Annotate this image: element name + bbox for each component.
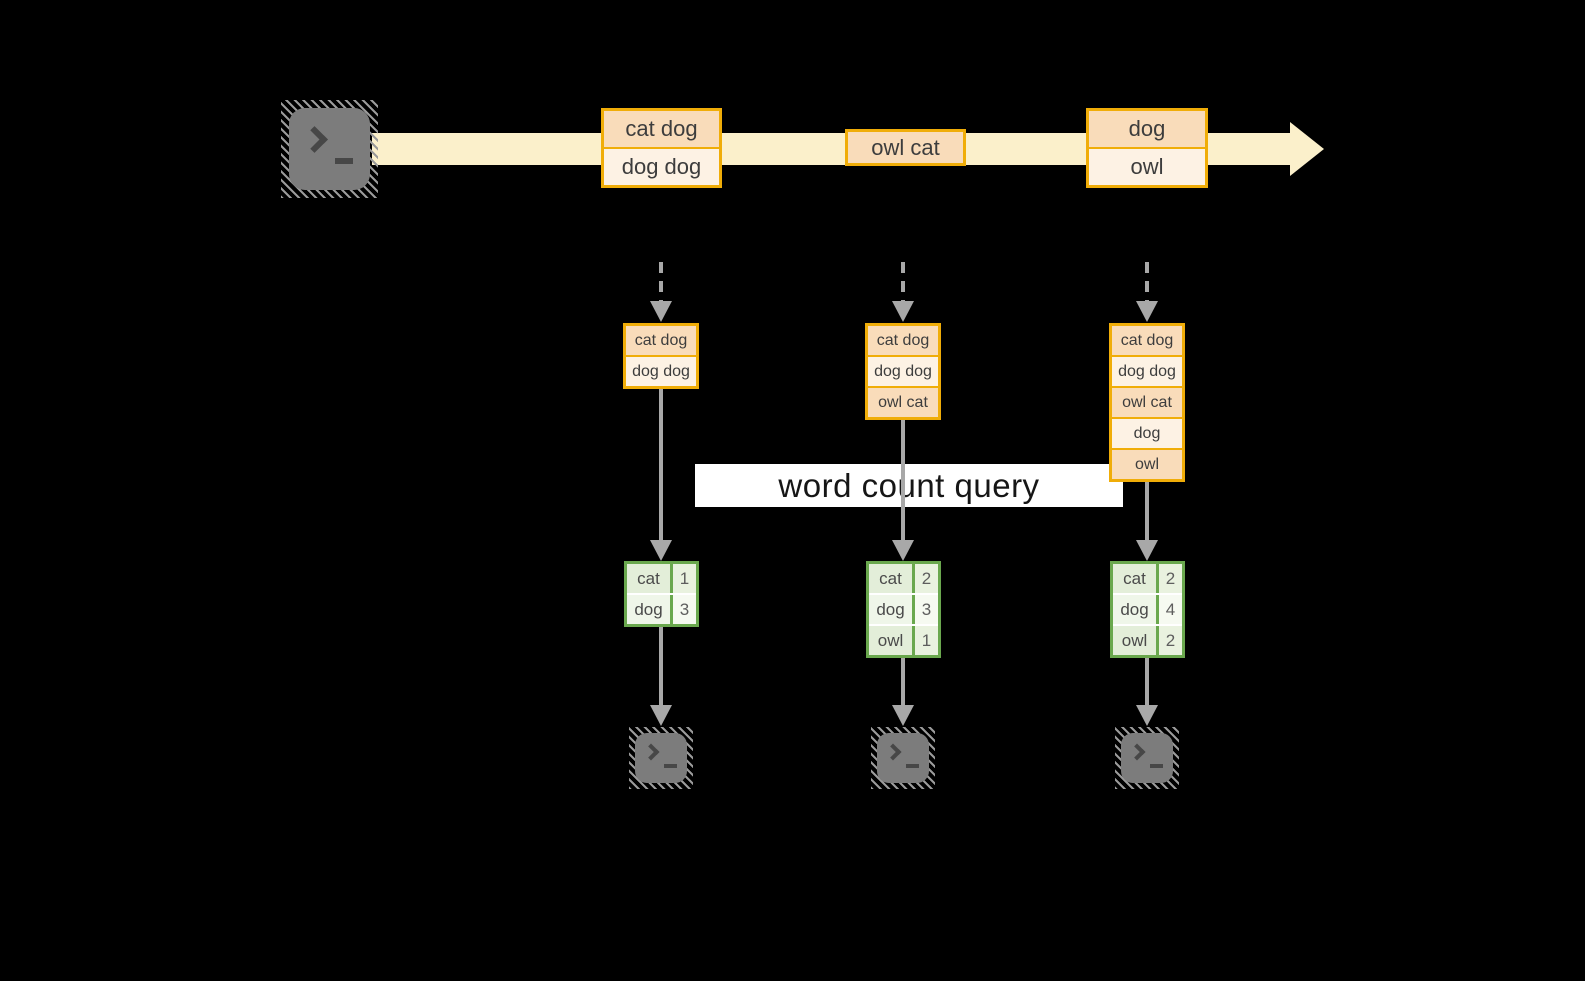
record-buffer-stack-1: cat dog dog dog <box>623 323 699 389</box>
stream-event-box-3: dog owl <box>1086 108 1208 188</box>
table-row: dog 3 <box>627 595 696 624</box>
word-cell: dog <box>869 595 912 624</box>
output-terminal-icon-2 <box>871 727 935 789</box>
event-line: owl cat <box>848 132 963 163</box>
source-terminal-icon <box>281 100 378 198</box>
column-divider <box>912 595 915 624</box>
output-arrowhead-icon <box>1136 705 1158 726</box>
stream-band-arrowhead-icon <box>1290 122 1324 176</box>
column-divider <box>912 626 915 655</box>
count-cell: 3 <box>915 595 938 624</box>
terminal-screen <box>1121 733 1173 783</box>
count-table-2: cat 2 dog 3 owl 1 <box>866 561 941 658</box>
count-cell: 4 <box>1159 595 1182 624</box>
prompt-cursor-icon <box>664 764 677 768</box>
ingest-arrowhead-icon <box>892 301 914 322</box>
table-row: cat 2 <box>1113 564 1182 593</box>
buffer-record: dog dog <box>626 355 696 386</box>
buffer-record: cat dog <box>1112 326 1182 355</box>
column-divider <box>1156 564 1159 593</box>
buffer-record: dog dog <box>868 355 938 386</box>
prompt-chevron-icon <box>884 743 902 761</box>
query-arrowhead-icon <box>650 540 672 561</box>
output-terminal-icon-1 <box>629 727 693 789</box>
count-table-3: cat 2 dog 4 owl 2 <box>1110 561 1185 658</box>
table-row: cat 1 <box>627 564 696 593</box>
buffer-record: cat dog <box>626 326 696 355</box>
prompt-cursor-icon <box>1150 764 1163 768</box>
buffer-record: owl cat <box>868 386 938 417</box>
query-arrow-line <box>659 389 663 541</box>
ingest-arrowhead-icon <box>650 301 672 322</box>
prompt-chevron-icon <box>1128 743 1146 761</box>
output-arrow-line <box>1145 658 1149 706</box>
record-buffer-stack-2: cat dog dog dog owl cat <box>865 323 941 420</box>
table-row: cat 2 <box>869 564 938 593</box>
output-arrow-line <box>901 658 905 706</box>
word-count-query-banner: word count query <box>695 464 1123 507</box>
column-divider <box>670 564 673 593</box>
word-cell: owl <box>869 626 912 655</box>
prompt-cursor-icon <box>906 764 919 768</box>
event-line: dog <box>1089 111 1205 147</box>
stream-event-box-2: owl cat <box>845 129 966 166</box>
terminal-screen <box>635 733 687 783</box>
count-cell: 1 <box>915 626 938 655</box>
count-cell: 2 <box>1159 626 1182 655</box>
column-divider <box>1156 626 1159 655</box>
event-line: owl <box>1089 147 1205 185</box>
buffer-record: cat dog <box>868 326 938 355</box>
count-cell: 2 <box>915 564 938 593</box>
event-line: dog dog <box>604 147 719 185</box>
table-row: owl 2 <box>1113 626 1182 655</box>
terminal-screen <box>877 733 929 783</box>
column-divider <box>912 564 915 593</box>
word-cell: owl <box>1113 626 1156 655</box>
row-divider <box>1113 593 1182 595</box>
count-cell: 1 <box>673 564 696 593</box>
output-terminal-icon-3 <box>1115 727 1179 789</box>
count-cell: 2 <box>1159 564 1182 593</box>
query-arrow-line <box>901 420 905 541</box>
output-arrowhead-icon <box>892 705 914 726</box>
count-cell: 3 <box>673 595 696 624</box>
ingest-arrowhead-icon <box>1136 301 1158 322</box>
ingest-dashed-arrow-line <box>1145 262 1149 302</box>
query-arrow-line <box>1145 482 1149 541</box>
query-arrowhead-icon <box>892 540 914 561</box>
word-cell: cat <box>869 564 912 593</box>
row-divider <box>869 624 938 626</box>
row-divider <box>1113 624 1182 626</box>
word-cell: cat <box>1113 564 1156 593</box>
table-row: owl 1 <box>869 626 938 655</box>
column-divider <box>1156 595 1159 624</box>
word-cell: cat <box>627 564 670 593</box>
record-buffer-stack-3: cat dog dog dog owl cat dog owl <box>1109 323 1185 482</box>
row-divider <box>627 593 696 595</box>
terminal-screen <box>289 108 370 190</box>
output-arrow-line <box>659 627 663 706</box>
query-arrowhead-icon <box>1136 540 1158 561</box>
buffer-record: owl <box>1112 448 1182 479</box>
output-arrowhead-icon <box>650 705 672 726</box>
buffer-record: dog dog <box>1112 355 1182 386</box>
buffer-record: dog <box>1112 417 1182 448</box>
ingest-dashed-arrow-line <box>659 262 663 302</box>
count-table-1: cat 1 dog 3 <box>624 561 699 627</box>
table-row: dog 3 <box>869 595 938 624</box>
row-divider <box>869 593 938 595</box>
prompt-cursor-icon <box>335 158 353 164</box>
ingest-dashed-arrow-line <box>901 262 905 302</box>
table-row: dog 4 <box>1113 595 1182 624</box>
word-cell: dog <box>627 595 670 624</box>
event-line: cat dog <box>604 111 719 147</box>
column-divider <box>670 595 673 624</box>
word-cell: dog <box>1113 595 1156 624</box>
prompt-chevron-icon <box>642 743 660 761</box>
buffer-record: owl cat <box>1112 386 1182 417</box>
prompt-chevron-icon <box>301 126 328 153</box>
stream-event-box-1: cat dog dog dog <box>601 108 722 188</box>
